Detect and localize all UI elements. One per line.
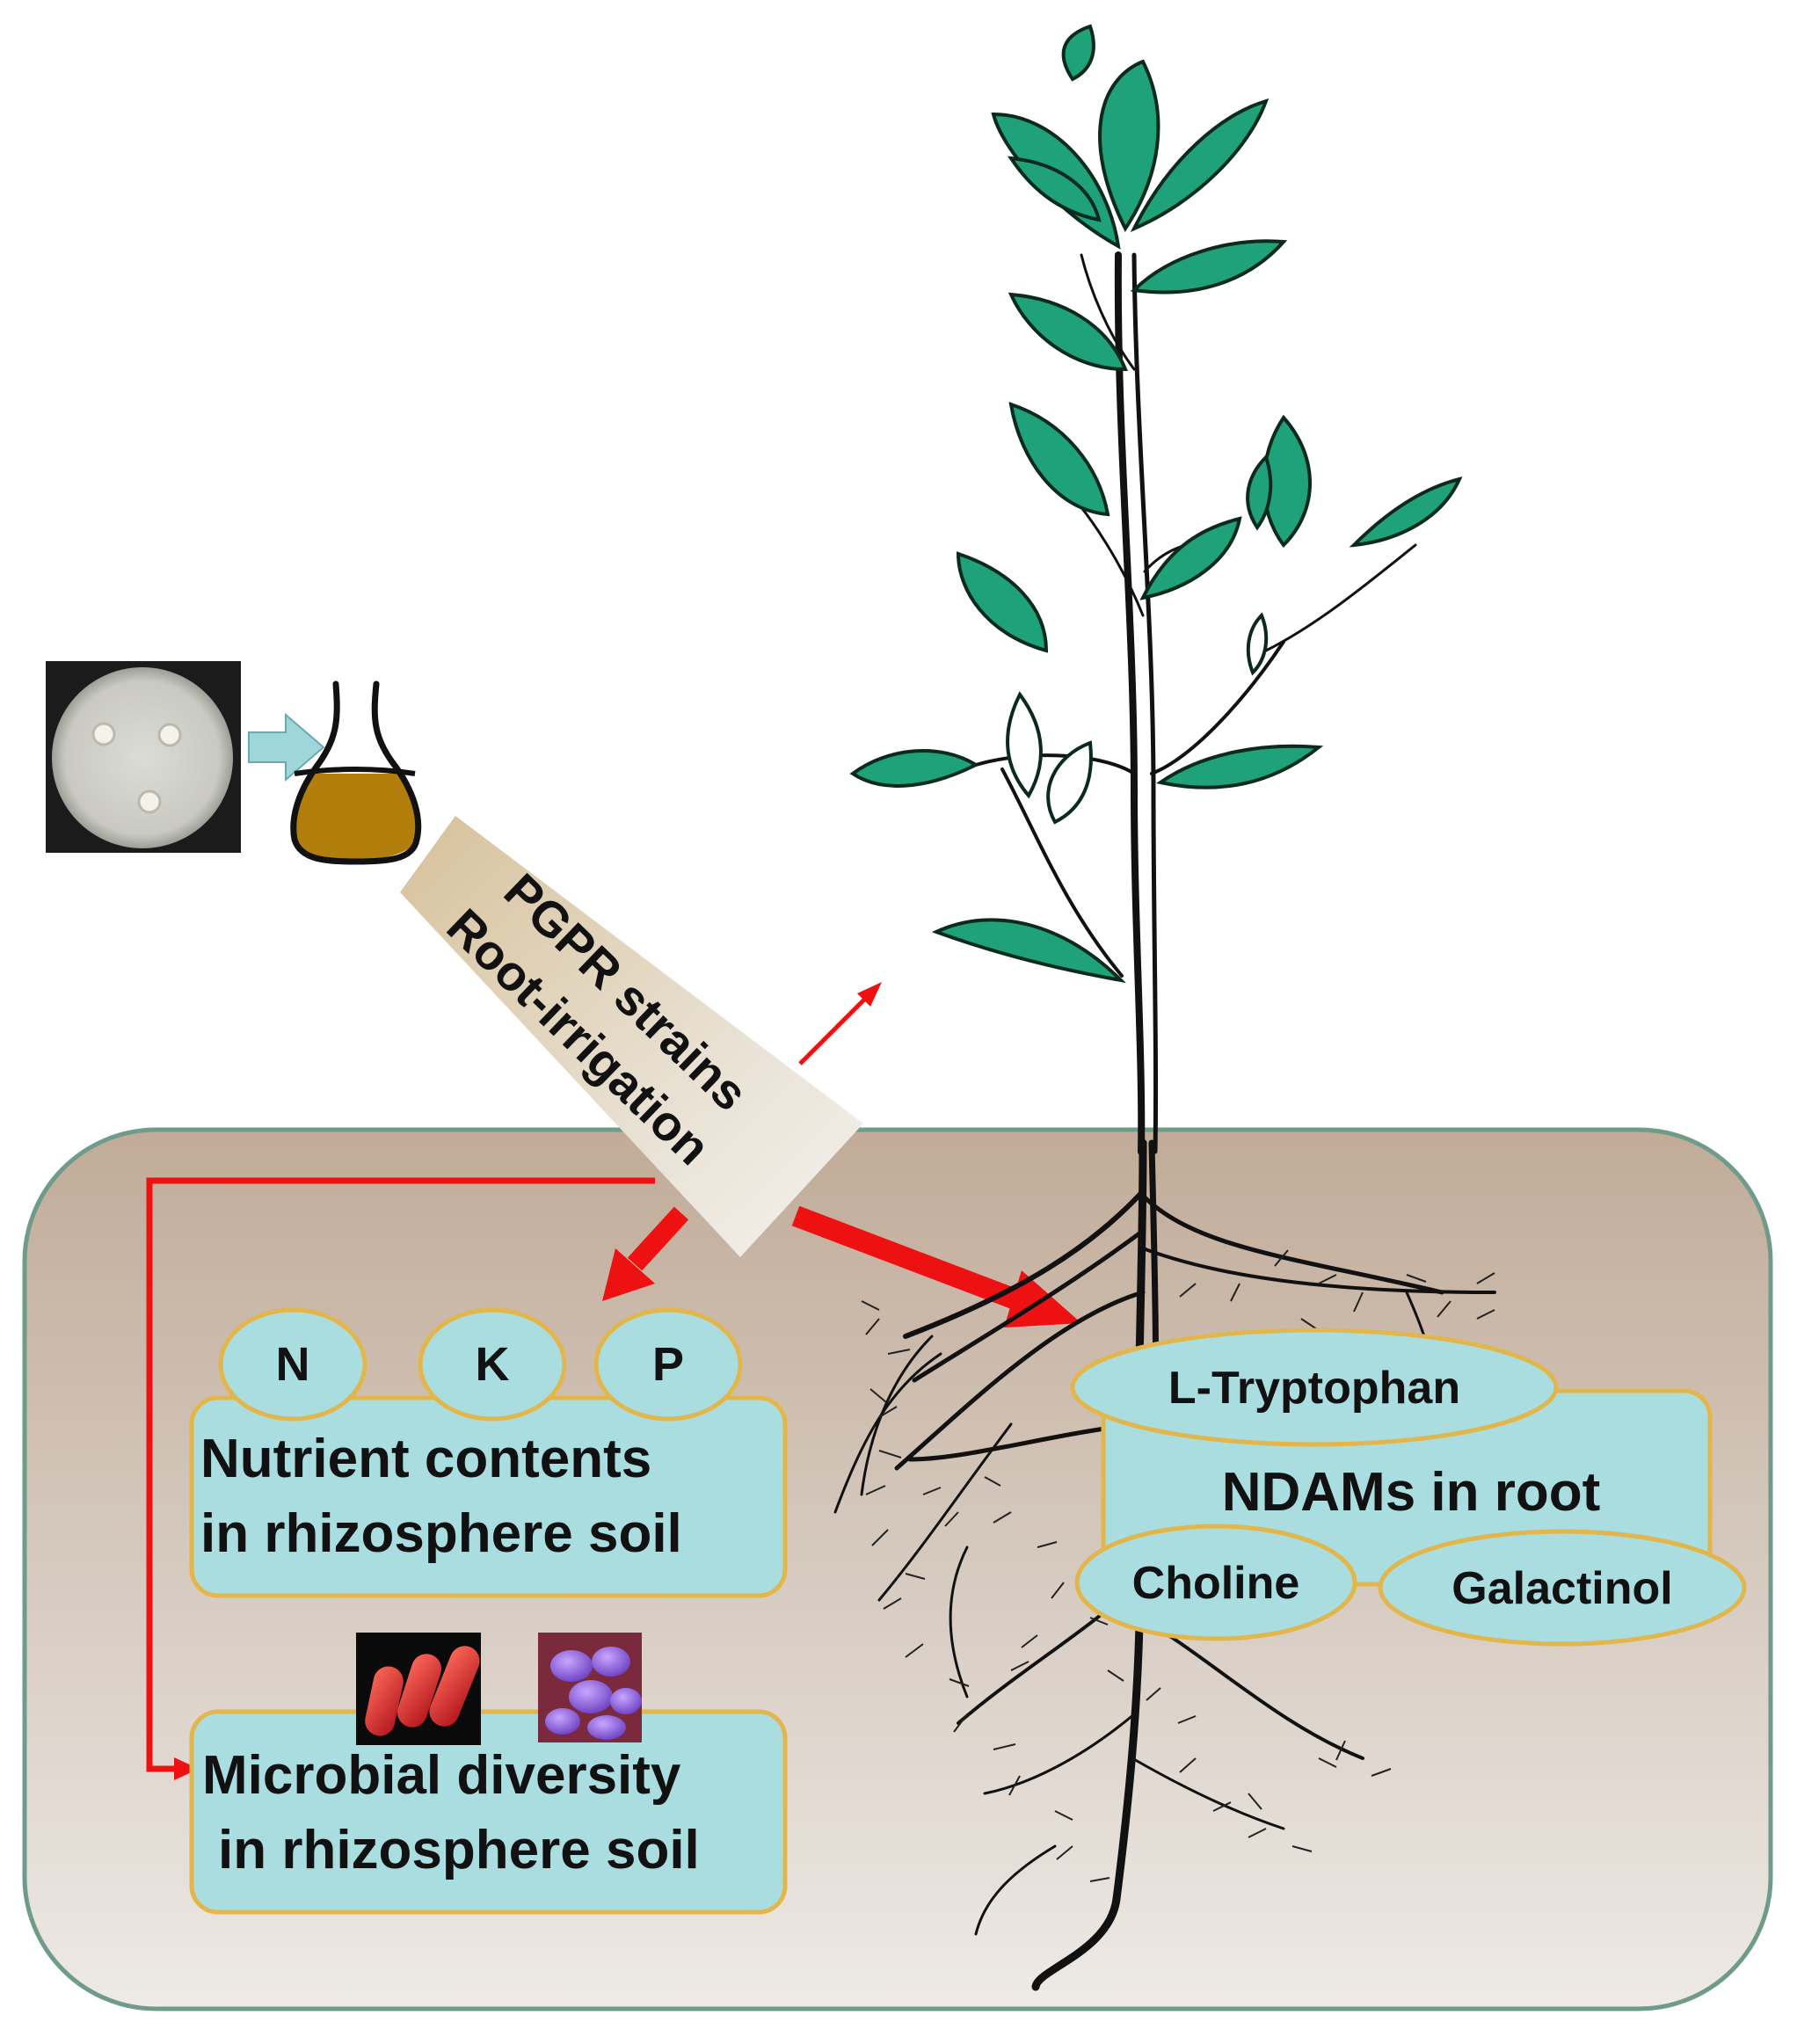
leaf <box>1061 24 1095 82</box>
leaf <box>1098 59 1160 232</box>
cocci-bacteria-image <box>538 1633 642 1742</box>
n-ellipse: N <box>218 1307 367 1422</box>
leaf <box>1246 454 1273 531</box>
leaf <box>1156 744 1324 789</box>
k-label: K <box>476 1338 510 1391</box>
p-label: P <box>652 1338 684 1391</box>
k-ellipse: K <box>418 1307 567 1422</box>
leaf <box>1007 156 1102 222</box>
leaf <box>1008 292 1128 372</box>
nutrient-box: Nutrient contents in rhizosphere soil <box>189 1395 788 1598</box>
leaf <box>1139 516 1242 600</box>
leaf <box>956 551 1049 653</box>
plant-leaves <box>849 24 1463 984</box>
rod-bacteria-image <box>356 1633 481 1745</box>
leaf <box>931 918 1126 984</box>
leaf <box>1349 476 1463 548</box>
p-ellipse: P <box>593 1307 743 1422</box>
leaf-outlines <box>1006 612 1269 825</box>
microbial-line2: in rhizosphere soil <box>218 1820 700 1880</box>
tryptophan-label: L-Tryptophan <box>1168 1363 1460 1414</box>
leaf <box>849 749 980 788</box>
leaf <box>1130 98 1270 232</box>
n-label: N <box>276 1338 310 1391</box>
nutrient-line1: Nutrient contents <box>200 1429 651 1489</box>
microbial-box: Microbial diversity in rhizosphere soil <box>189 1709 788 1915</box>
petri-dish-image <box>46 661 241 853</box>
root-hairs <box>861 1249 1495 1882</box>
choline-ellipse: Choline <box>1074 1524 1357 1641</box>
culture-flask-icon <box>290 680 422 865</box>
leaf <box>1130 239 1288 295</box>
choline-label: Choline <box>1132 1558 1300 1609</box>
nutrient-line2: in rhizosphere soil <box>200 1503 682 1564</box>
flow-arrow <box>248 712 325 782</box>
leaf <box>1008 402 1110 517</box>
microbial-line1: Microbial diversity <box>202 1745 681 1806</box>
galactinol-ellipse: Galactinol <box>1378 1529 1747 1647</box>
tryptophan-ellipse: L-Tryptophan <box>1070 1328 1559 1447</box>
plant-stem <box>974 251 1417 1155</box>
pgpr-wedge <box>400 816 863 1257</box>
ndams-title: NDAMs in root <box>1222 1462 1601 1523</box>
galactinol-label: Galactinol <box>1451 1563 1672 1614</box>
